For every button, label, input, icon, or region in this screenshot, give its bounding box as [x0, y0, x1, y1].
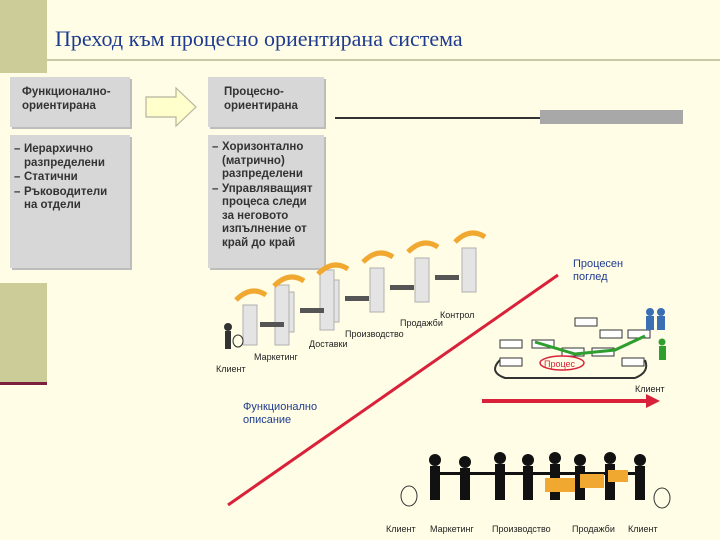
process-list-box: Хоризонтално (матрично) разпределениУпра… [208, 135, 324, 268]
chain-label-supply: Доставки [309, 339, 348, 349]
functional-item: Ръководители на отдели [14, 186, 130, 213]
office-arches [234, 230, 487, 302]
slide-title: Преход към процесно ориентирана система [55, 26, 463, 51]
chain-label-production: Производство [345, 329, 404, 339]
office-desks [260, 275, 459, 327]
bottom-label-client-end: Клиент [628, 524, 658, 534]
process-arrow-head [646, 394, 660, 408]
functional-item: Иерархично разпределени [14, 143, 130, 170]
people-icon [646, 308, 665, 330]
functional-heading: Функционално- ориентирана [22, 86, 111, 112]
office-steps [242, 247, 477, 346]
process-highlight [539, 355, 585, 371]
right-arrow-icon [145, 86, 197, 128]
process-heading: Процесно- ориентирана [224, 86, 298, 112]
process-view-label: Процесен поглед [573, 258, 624, 283]
process-center-label: Процес [544, 359, 576, 369]
functional-view-label: Функционално описание [243, 401, 318, 426]
bottom-label-sales: Продажби [572, 524, 615, 534]
functional-list-box: Иерархично разпределениСтатичниРъководит… [10, 135, 130, 268]
rule-block [540, 110, 683, 124]
process-item: Управляващият процеса следи за неговото … [212, 183, 324, 251]
chain-label-control: Контрол [440, 310, 475, 320]
bottom-label-marketing: Маркетинг [430, 524, 474, 534]
sidebar-accent-bottom [0, 283, 47, 382]
client-green-icon [658, 338, 666, 360]
bottom-label-production: Производство [492, 524, 551, 534]
sidebar-accent-line [0, 382, 47, 385]
chain-label-marketing: Маркетинг [254, 352, 298, 362]
chain-label-client: Клиент [216, 364, 246, 374]
process-item: Хоризонтално (матрично) разпределени [212, 141, 324, 182]
functional-heading-box: Функционално- ориентирана [10, 77, 130, 127]
client-figure-icon [224, 323, 244, 349]
puzzle-pieces [545, 470, 628, 492]
title-divider [47, 59, 720, 61]
diagonal-line [227, 273, 559, 507]
rule-line [335, 117, 683, 119]
process-path-green [534, 334, 646, 356]
bottom-label-client: Клиент [386, 524, 416, 534]
process-loop [494, 359, 648, 379]
money-bag-icon [400, 485, 671, 509]
functional-list: Иерархично разпределениСтатичниРъководит… [10, 135, 130, 213]
chain-label-sales: Продажби [400, 318, 443, 328]
sidebar-accent-top [0, 0, 47, 73]
process-heading-box: Процесно- ориентирана [208, 77, 324, 127]
process-client-label: Клиент [635, 384, 665, 394]
process-illustration [224, 230, 671, 509]
process-list: Хоризонтално (матрично) разпределениУпра… [208, 135, 324, 250]
functional-item: Статични [14, 171, 130, 185]
